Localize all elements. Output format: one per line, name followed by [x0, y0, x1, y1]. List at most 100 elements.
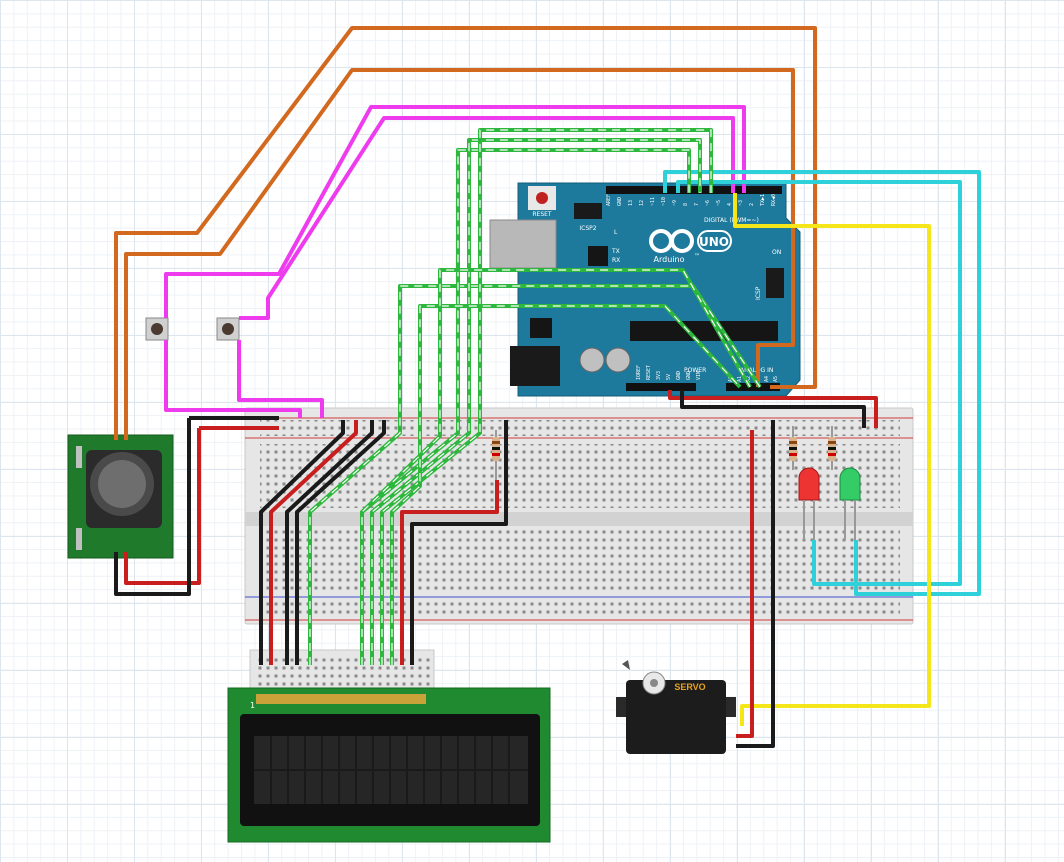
wire-orange-2 — [124, 68, 795, 440]
pin-label: 7 — [694, 203, 700, 206]
analog-header — [726, 383, 780, 391]
pin-label: GND — [686, 371, 692, 380]
resistor-green-led — [828, 426, 836, 470]
push-button-1 — [145, 317, 169, 341]
wire-magenta-4 — [237, 340, 324, 418]
pin-label: ~6 — [705, 200, 711, 206]
top-pin-labels: AREF GND 13 12 ~11 ~10 ~9 8 7 ~6 ~5 4 ~3 2 TX▶1 RX◀0 — [606, 194, 777, 206]
pin-label: RX◀0 — [771, 194, 777, 206]
power-label: POWER — [684, 367, 706, 374]
wire-black-lcd-2 — [285, 420, 374, 665]
pin-label: 13 — [628, 200, 634, 206]
atmega-chip — [630, 321, 778, 341]
usb-chip — [588, 246, 608, 266]
lcd-pin1-label: 1 — [250, 701, 255, 710]
wire-black-lcd-1 — [259, 420, 345, 665]
resistor-red-led — [789, 426, 797, 470]
power-pin-labels: IOREF RESET 3V3 5V GND GND VIN — [636, 365, 702, 380]
board-name: UNO — [699, 235, 729, 249]
icsp-header — [766, 268, 784, 298]
lcd-character-grid — [254, 736, 528, 804]
wire-green-3-highlight — [371, 139, 701, 665]
wire-black-lcd-3 — [295, 420, 386, 665]
rx-label: RX — [612, 257, 620, 264]
green-led — [839, 467, 861, 540]
tx-label: TX — [611, 248, 620, 255]
wire-orange-1 — [114, 26, 817, 440]
power-jack — [510, 346, 560, 386]
pin-label: ~3 — [738, 200, 744, 206]
pin-label: GND — [676, 371, 682, 380]
pin-label: 12 — [639, 200, 645, 206]
pin-label: TX▶1 — [760, 194, 766, 206]
resistor-lcd — [492, 430, 500, 480]
wire-yellow — [733, 193, 931, 726]
servo-label: SERVO — [674, 682, 705, 692]
lcd-16x2: 1 — [227, 687, 551, 843]
wire-magenta-2 — [164, 105, 746, 318]
mini-breadboard — [249, 649, 435, 691]
joystick-module — [67, 434, 174, 559]
wire-red-arduino — [668, 390, 878, 428]
wire-red-joystick-2 — [124, 428, 201, 585]
power-rail-bottom — [260, 600, 900, 616]
lcd-pin-header — [256, 694, 426, 704]
digital-header — [606, 186, 782, 194]
icsp-label: ICSP — [755, 286, 762, 300]
icsp2-label: ICSP2 — [579, 225, 596, 232]
push-button-2 — [216, 317, 240, 341]
pin-label: GND — [617, 197, 623, 206]
joystick-knob — [98, 460, 146, 508]
arduino-uno: RESET ICSP2 ICSP DIGITAL (PWM=~) ANALOG … — [489, 182, 801, 397]
brand-label: Arduino — [654, 255, 685, 264]
pin-label: ~10 — [661, 197, 667, 206]
usb-port — [489, 219, 557, 269]
wire-magenta-1 — [164, 340, 302, 418]
pin-label: A4 — [764, 376, 770, 382]
pin-label: A5 — [773, 376, 779, 382]
wire-green-6-highlight — [361, 269, 751, 665]
terminal-strip-bottom — [260, 530, 900, 594]
wire-magenta-3 — [239, 116, 735, 320]
pin-label: 5V — [666, 374, 672, 380]
capacitor-2 — [605, 347, 631, 373]
pin-label: ~9 — [672, 200, 678, 206]
wire-green-4-highlight — [381, 129, 712, 665]
center-channel — [245, 512, 913, 526]
pin-label: RESET — [646, 365, 652, 380]
voltage-regulator — [530, 318, 552, 338]
digital-label: DIGITAL (PWM=~) — [704, 217, 759, 224]
arduino-logo — [649, 229, 732, 253]
pin-label: ~5 — [716, 200, 722, 206]
wire-black-servo — [736, 420, 775, 748]
capacitor-1 — [579, 347, 605, 373]
pin-label: AREF — [606, 194, 612, 206]
wire-green-5-highlight — [391, 305, 741, 665]
power-header — [626, 383, 696, 391]
l-label: L — [614, 229, 618, 236]
wire-red-servo — [736, 430, 754, 738]
wire-black-joystick-2 — [114, 418, 191, 596]
pin-label: ~11 — [650, 197, 656, 206]
servo-horn — [622, 660, 630, 670]
wire-cyan-2 — [676, 180, 962, 586]
wire-red-lcd-1 — [269, 420, 358, 665]
pin-label: VIN — [696, 371, 702, 380]
pin-label: 2 — [749, 203, 755, 206]
wire-black-lcd-4 — [410, 420, 508, 665]
icsp2-header — [574, 203, 602, 219]
wire-red-lcd-2 — [400, 480, 499, 665]
pin-label: 3V3 — [656, 371, 662, 380]
pin-label: 8 — [683, 203, 689, 206]
wire-black-arduino — [680, 390, 866, 428]
pin-label: A1 — [737, 376, 743, 382]
servo-motor: SERVO — [616, 660, 736, 754]
wires — [114, 26, 981, 748]
on-label: ON — [772, 249, 781, 256]
reset-label: RESET — [532, 211, 552, 218]
pin-label: A2 — [746, 376, 752, 382]
red-led — [798, 467, 820, 540]
pin-label: 4 — [727, 203, 733, 206]
pin-label: IOREF — [636, 365, 642, 380]
